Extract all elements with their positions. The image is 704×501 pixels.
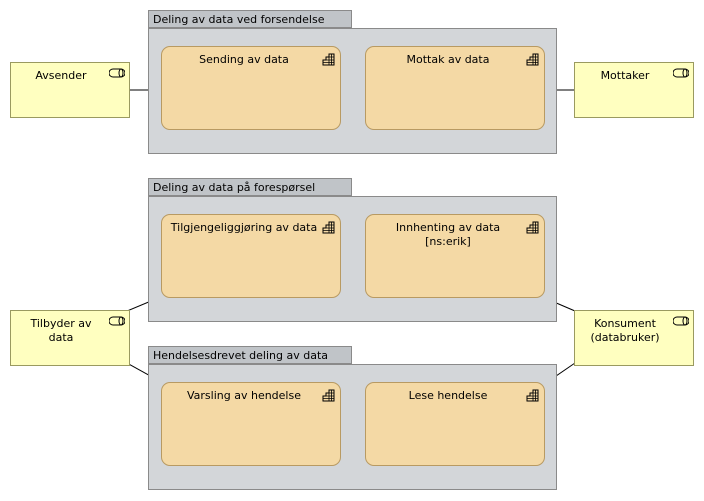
business-role-icon — [673, 316, 689, 326]
group-title: Deling av data på forespørsel — [153, 181, 316, 194]
function-label: Mottak av data — [406, 53, 490, 66]
business-role-icon — [109, 316, 125, 326]
function-varsling-av-hendelse[interactable]: Varsling av hendelse — [161, 382, 341, 466]
function-icon — [322, 53, 335, 66]
function-tilgjengeliggjoring-av-data[interactable]: Tilgjengeliggjøring av data — [161, 214, 341, 298]
function-sending-av-data[interactable]: Sending av data — [161, 46, 341, 130]
group-tab-hendelsesdrevet[interactable]: Hendelsesdrevet deling av data — [148, 346, 352, 364]
function-label: Innhenting av data [ns:erik] — [395, 221, 501, 248]
function-label: Lese hendelse — [408, 389, 488, 402]
group-tab-foresporsel[interactable]: Deling av data på forespørsel — [148, 178, 352, 196]
actor-label: Mottaker — [600, 69, 650, 82]
function-lese-hendelse[interactable]: Lese hendelse — [365, 382, 545, 466]
function-innhenting-av-data[interactable]: Innhenting av data [ns:erik] — [365, 214, 545, 298]
actor-label: Tilbyder av data — [30, 317, 92, 344]
business-role-icon — [109, 68, 125, 78]
function-icon — [526, 389, 539, 402]
group-forsendelse[interactable]: Sending av data Mottak av data — [148, 28, 557, 154]
function-icon — [322, 221, 335, 234]
actor-tilbyder-av-data[interactable]: Tilbyder av data — [10, 310, 130, 366]
group-tab-forsendelse[interactable]: Deling av data ved forsendelse — [148, 10, 352, 28]
function-label: Tilgjengeliggjøring av data — [170, 221, 318, 234]
group-title: Hendelsesdrevet deling av data — [153, 349, 329, 362]
actor-konsument[interactable]: Konsument (databruker) — [574, 310, 694, 366]
actor-label: Konsument (databruker) — [590, 317, 660, 344]
actor-mottaker[interactable]: Mottaker — [574, 62, 694, 118]
function-icon — [322, 389, 335, 402]
actor-label: Avsender — [35, 69, 87, 82]
function-icon — [526, 221, 539, 234]
function-mottak-av-data[interactable]: Mottak av data — [365, 46, 545, 130]
business-role-icon — [673, 68, 689, 78]
function-label: Varsling av hendelse — [187, 389, 301, 402]
function-label: Sending av data — [199, 53, 289, 66]
group-hendelsesdrevet[interactable]: Varsling av hendelse Lese hendelse — [148, 364, 557, 490]
group-foresporsel[interactable]: Tilgjengeliggjøring av data Innhenting a… — [148, 196, 557, 322]
group-title: Deling av data ved forsendelse — [153, 13, 325, 26]
function-icon — [526, 53, 539, 66]
actor-avsender[interactable]: Avsender — [10, 62, 130, 118]
